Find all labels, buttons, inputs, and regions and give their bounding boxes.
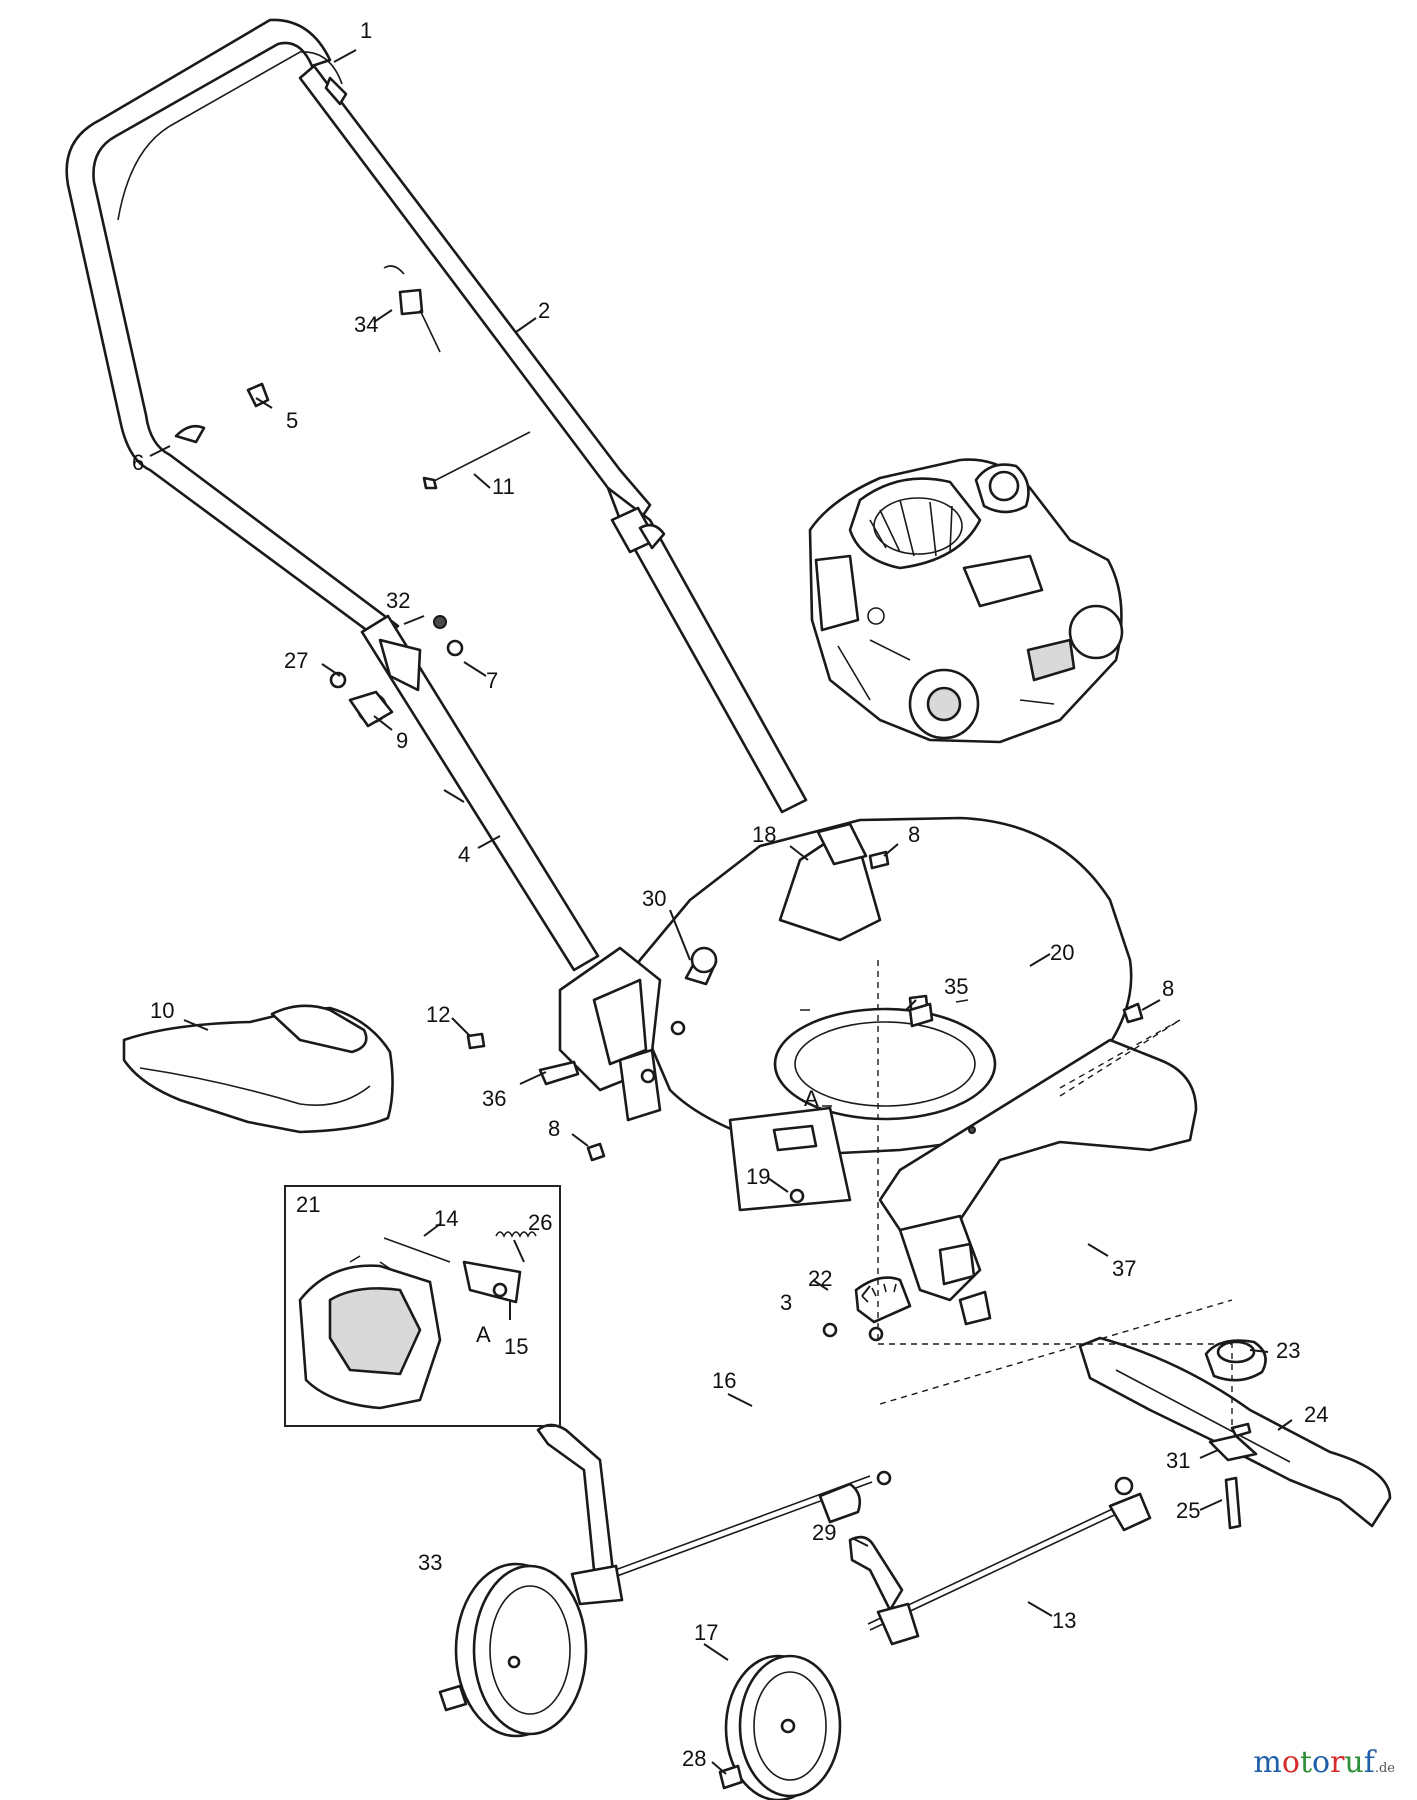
handle-latch xyxy=(610,506,666,554)
watermark-logo: motoruf.de xyxy=(1253,1745,1395,1780)
callout-32: 32 xyxy=(386,588,410,613)
front-height-lever xyxy=(848,1535,920,1646)
mulch-plug xyxy=(298,1255,442,1410)
callout-23: 23 xyxy=(1276,1338,1300,1363)
handle-pivot xyxy=(329,615,464,728)
callout-9: 9 xyxy=(396,728,408,753)
front-wheel xyxy=(718,1654,842,1800)
callout-13: 13 xyxy=(1052,1608,1076,1633)
callout-25: 25 xyxy=(1176,1498,1200,1523)
watermark-letter: o xyxy=(1312,1745,1331,1780)
callout-28: 28 xyxy=(682,1746,706,1771)
engine xyxy=(808,458,1124,744)
callout-8b: 8 xyxy=(1162,976,1174,1001)
discharge-chute xyxy=(122,1004,394,1134)
watermark-letter: m xyxy=(1253,1745,1282,1780)
watermark-text: motoruf xyxy=(1253,1745,1374,1780)
watermark-letter: r xyxy=(1330,1745,1345,1780)
front-axle xyxy=(867,1476,1152,1631)
cable-tie xyxy=(422,431,531,490)
callout-29: 29 xyxy=(812,1520,836,1545)
callout-19: 19 xyxy=(746,1164,770,1189)
blade xyxy=(1078,1336,1392,1528)
control-bar xyxy=(117,51,348,221)
callout-8c: 8 xyxy=(548,1116,560,1141)
callout-22: 22 xyxy=(808,1266,832,1291)
callout-20: 20 xyxy=(1050,940,1074,965)
callout-11: 11 xyxy=(492,474,515,499)
callout-30: 30 xyxy=(642,886,666,911)
callout-14: 14 xyxy=(434,1206,458,1231)
deck-hardware xyxy=(466,850,1144,1162)
callout-24: 24 xyxy=(1304,1402,1328,1427)
handle-knob xyxy=(174,382,270,444)
watermark-letter: t xyxy=(1299,1745,1312,1780)
callout-26: 26 xyxy=(528,1210,552,1235)
callout-37: 37 xyxy=(1112,1256,1136,1281)
mulch-rod xyxy=(383,1237,451,1263)
callout-33: 33 xyxy=(418,1550,442,1575)
watermark-letter: f xyxy=(1363,1745,1375,1780)
callout-34: 34 xyxy=(354,312,378,337)
callout-6: 6 xyxy=(132,450,144,475)
callout-3: 3 xyxy=(780,1290,792,1315)
callout-21: 21 xyxy=(296,1192,320,1217)
callout-2: 2 xyxy=(538,298,550,323)
reference-a-deck: A xyxy=(804,1086,819,1111)
mower-deck xyxy=(558,816,1198,1326)
height-adjuster xyxy=(822,1276,912,1342)
callout-4: 4 xyxy=(458,842,470,867)
callout-17: 17 xyxy=(694,1620,718,1645)
callout-16: 16 xyxy=(712,1368,736,1393)
callout-12: 12 xyxy=(426,1002,450,1027)
mulch-spring xyxy=(495,1231,537,1238)
cable-clip xyxy=(383,265,441,353)
callout-labels: 1 2 34 5 6 11 32 27 7 9 4 18 8 30 20 35 … xyxy=(132,18,1328,1771)
mulch-bracket xyxy=(462,1260,522,1304)
callout-35: 35 xyxy=(944,974,968,999)
upper-handle xyxy=(65,18,652,642)
watermark-letter: u xyxy=(1344,1745,1364,1780)
rear-wheel xyxy=(438,1562,588,1738)
callout-8a: 8 xyxy=(908,822,920,847)
watermark-suffix: .de xyxy=(1374,1761,1395,1776)
callout-5: 5 xyxy=(286,408,298,433)
callout-10: 10 xyxy=(150,998,174,1023)
callout-7: 7 xyxy=(486,668,498,693)
callout-31: 31 xyxy=(1166,1448,1190,1473)
callout-27: 27 xyxy=(284,648,308,673)
rear-axle xyxy=(587,1470,892,1587)
callout-36: 36 xyxy=(482,1086,506,1111)
mulch-plug-inset xyxy=(284,1185,561,1427)
reference-a-inset: A xyxy=(476,1322,491,1347)
leader-lines xyxy=(149,49,1293,1775)
watermark-letter: o xyxy=(1281,1745,1300,1780)
callout-15: 15 xyxy=(504,1334,528,1359)
callout-1: 1 xyxy=(360,18,372,43)
callout-18: 18 xyxy=(752,822,776,847)
